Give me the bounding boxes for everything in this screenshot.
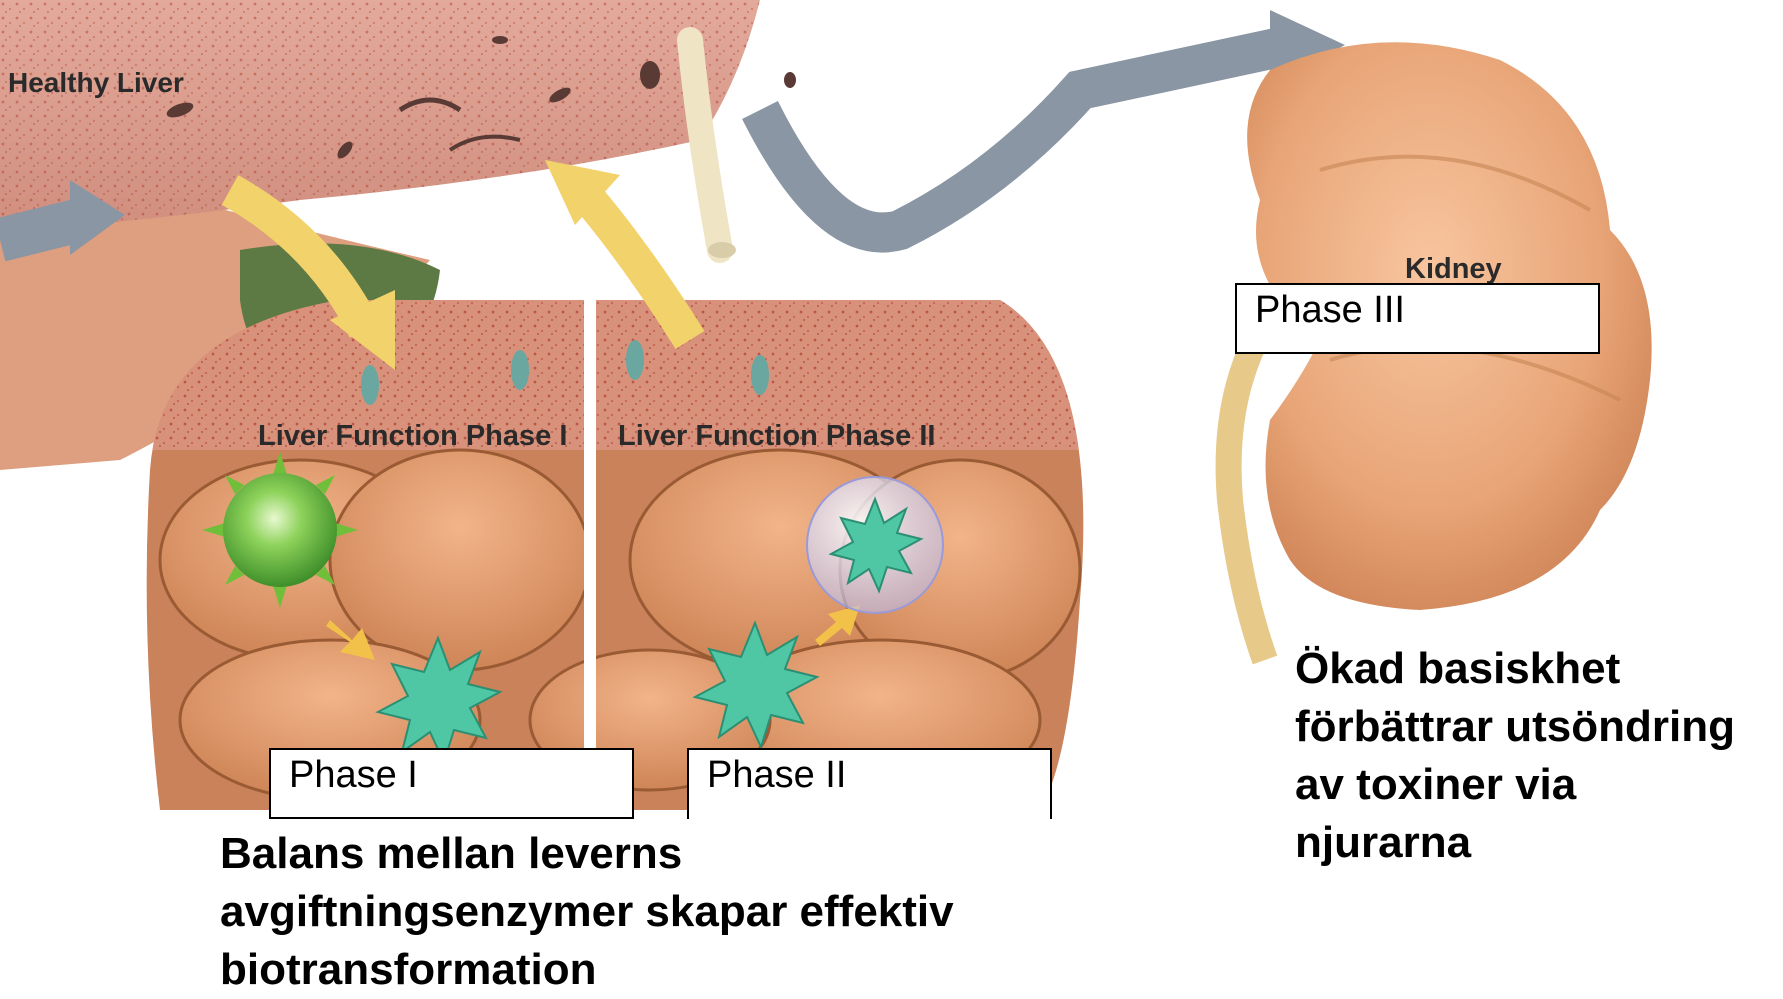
liver-caption-line: avgiftningsenzymer skapar effektiv	[220, 883, 1120, 941]
kidney-caption-line: Ökad basiskhet	[1295, 640, 1775, 698]
kidney-caption-line: av toxiner via	[1295, 756, 1775, 814]
kidney-caption-line: njurarna	[1295, 814, 1775, 872]
toxin-molecule	[202, 452, 358, 608]
phase-3-text: Phase III	[1255, 289, 1405, 331]
conjugated-enzyme-bubble	[807, 477, 943, 613]
phase-1-box: Phase I	[269, 748, 634, 819]
liver-function-phase-2-label: Liver Function Phase II	[618, 420, 935, 452]
liver-caption-line: biotransformation	[220, 941, 1120, 999]
phase-divider	[584, 298, 596, 810]
phase-2-box: Phase II	[687, 748, 1052, 819]
liver-function-phase-1-label: Liver Function Phase I	[258, 420, 567, 452]
healthy-liver-label: Healthy Liver	[8, 67, 184, 98]
flow-arrow-to-kidney	[760, 45, 1290, 233]
kidney-caption: Ökad basiskhet förbättrar utsöndring av …	[1295, 640, 1775, 872]
phase-3-box: Phase III	[1235, 283, 1600, 354]
kidney-label: Kidney	[1405, 253, 1502, 285]
liver-caption: Balans mellan leverns avgiftningsenzymer…	[220, 825, 1120, 999]
phase-2-text: Phase II	[707, 754, 846, 796]
liver-caption-line: Balans mellan leverns	[220, 825, 1120, 883]
phase-1-text: Phase I	[289, 754, 418, 796]
kidney-caption-line: förbättrar utsöndring	[1295, 698, 1775, 756]
flow-arrow-into-liver	[0, 220, 80, 240]
